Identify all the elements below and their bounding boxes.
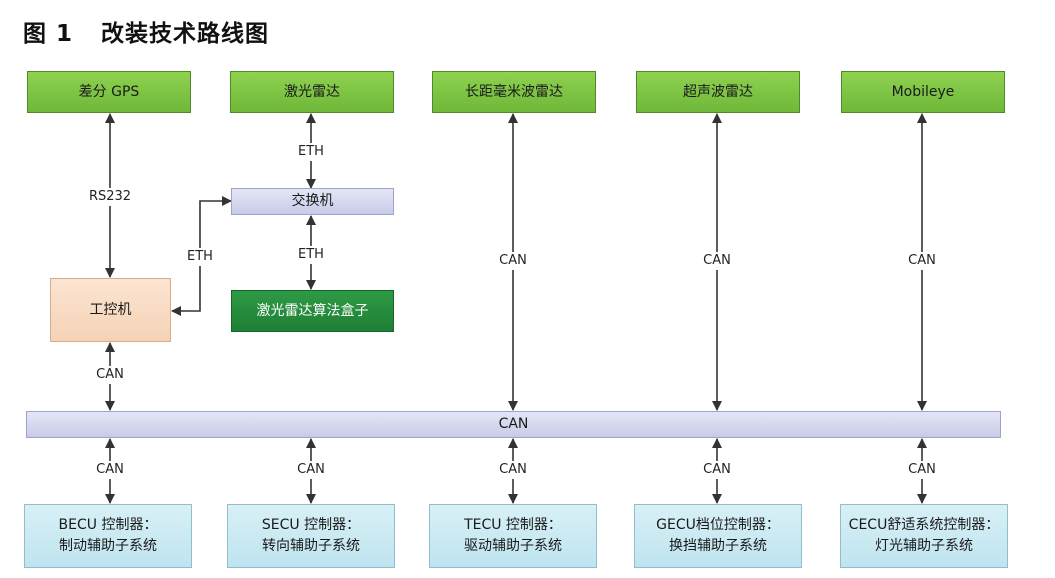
tecu-controller-node: TECU 控制器： 驱动辅助子系统 [429,504,597,568]
eth-ipc-switch-label: ETH [185,248,215,266]
lidar-label: 激光雷达 [284,83,340,100]
figure-title-text: 改装技术路线图 [101,21,270,47]
cecu-controller-node: CECU舒适系统控制器： 灯光辅助子系统 [840,504,1008,568]
tecu-controller-title: TECU 控制器： [464,517,562,533]
switch-label: 交换机 [291,193,334,209]
becu-controller-node: BECU 控制器： 制动辅助子系统 [24,504,192,568]
gecu-controller-subsystem: 换挡辅助子系统 [669,538,767,554]
can-ultrasonic-label: CAN [701,252,733,270]
can-gecu-label: CAN [701,461,733,479]
becu-controller-subsystem: 制动辅助子系统 [59,538,157,554]
mm-radar-node: 长距毫米波雷达 [432,71,596,113]
secu-controller-node: SECU 控制器： 转向辅助子系统 [227,504,395,568]
mm-radar-label: 长距毫米波雷达 [465,83,563,100]
ultrasonic-radar-node: 超声波雷达 [636,71,800,113]
lidar-algorithm-box-node: 激光雷达算法盒子 [231,290,394,332]
mobileye-node: Mobileye [841,71,1005,113]
can-tecu-label: CAN [497,461,529,479]
mobileye-label: Mobileye [891,83,955,100]
becu-controller-title: BECU 控制器： [58,517,158,533]
cecu-controller-title: CECU舒适系统控制器： [848,517,1000,533]
figure-number: 图 1 [23,21,74,47]
can-bus: CAN [26,411,1001,438]
lidar-node: 激光雷达 [230,71,394,113]
gps-node: 差分 GPS [27,71,191,113]
can-ipc-label: CAN [94,366,126,384]
figure-title: 图 1 改装技术路线图 [23,14,269,48]
tecu-controller-subsystem: 驱动辅助子系统 [464,538,562,554]
can-mobileye-label: CAN [906,252,938,270]
cecu-controller-subsystem: 灯光辅助子系统 [875,538,973,554]
secu-controller-subsystem: 转向辅助子系统 [262,538,360,554]
ultrasonic-radar-label: 超声波雷达 [683,83,753,100]
gps-label: 差分 GPS [78,83,140,100]
eth-lidar-switch-label: ETH [296,143,326,161]
lidar-algorithm-box-label: 激光雷达算法盒子 [256,302,369,319]
gecu-controller-title: GECU档位控制器： [656,517,780,533]
can-bus-label: CAN [498,416,529,432]
ipc-label: 工控机 [89,301,132,318]
can-secu-label: CAN [295,461,327,479]
ipc-node: 工控机 [50,278,171,342]
eth-switch-box-label: ETH [296,246,326,264]
can-mm-radar-label: CAN [497,252,529,270]
can-cecu-label: CAN [906,461,938,479]
rs232-label: RS232 [86,188,134,206]
secu-controller-title: SECU 控制器： [261,517,361,533]
switch-node: 交换机 [231,188,394,215]
gecu-controller-node: GECU档位控制器： 换挡辅助子系统 [634,504,802,568]
can-becu-label: CAN [94,461,126,479]
